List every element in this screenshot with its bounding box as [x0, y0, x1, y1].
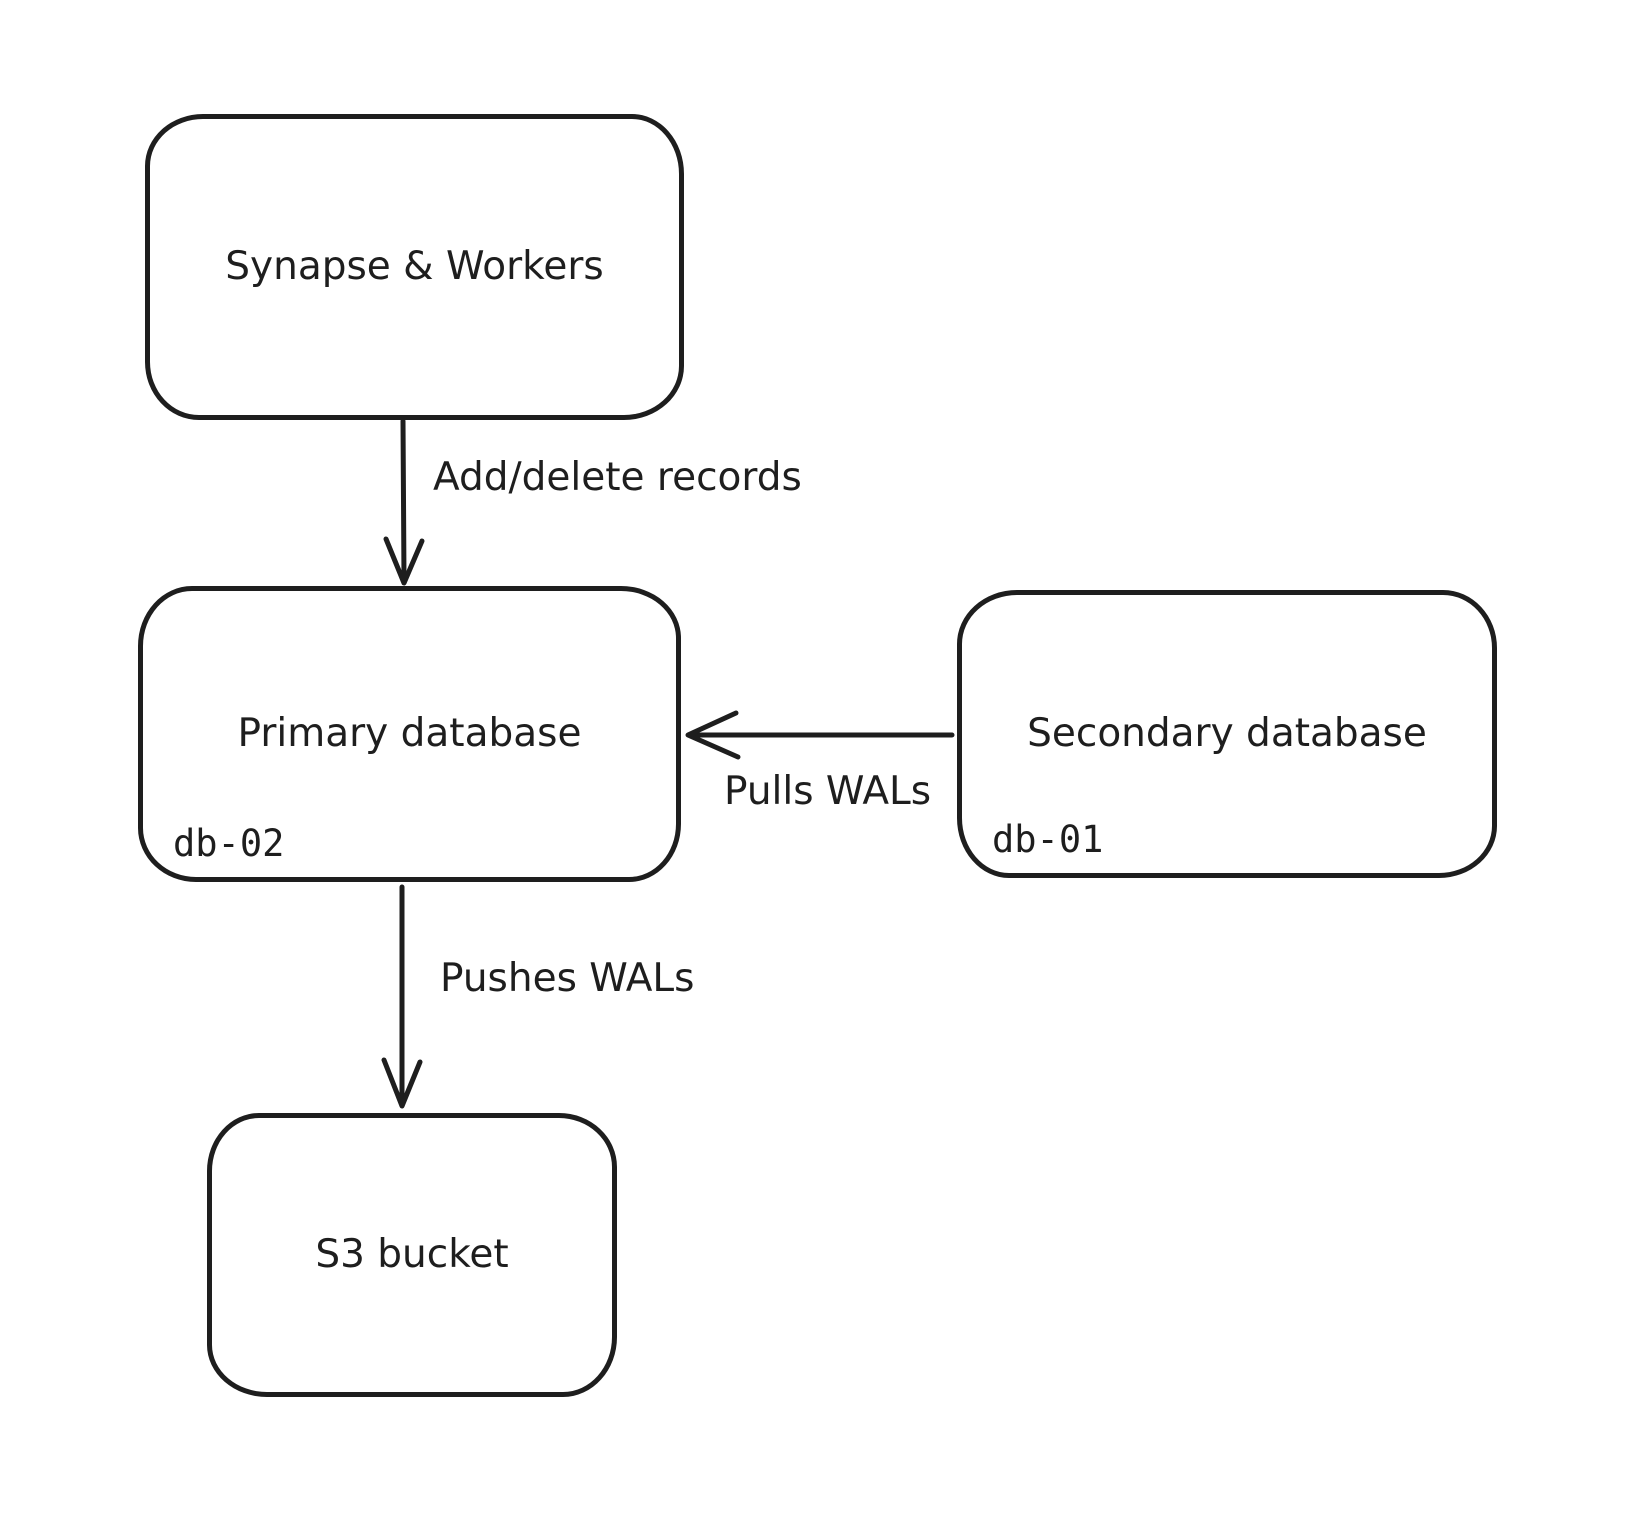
- node-synapse-workers: Synapse & Workers: [145, 114, 684, 420]
- node-label: Primary database: [237, 710, 582, 756]
- edge-label-add-delete-records: Add/delete records: [433, 455, 802, 500]
- arrow-pulls-wals: [685, 710, 955, 760]
- node-label: Secondary database: [1027, 710, 1427, 756]
- node-tag: db-01: [992, 818, 1104, 862]
- node-s3-bucket: S3 bucket: [207, 1113, 617, 1397]
- node-secondary-database: Secondary database db-01: [957, 590, 1497, 878]
- arrow-pushes-wals: [381, 884, 423, 1109]
- edge-label-pushes-wals: Pushes WALs: [440, 956, 695, 1001]
- node-primary-database: Primary database db-02: [138, 586, 681, 882]
- arrow-add-delete-records: [383, 418, 425, 586]
- node-tag: db-02: [173, 822, 285, 866]
- node-label: S3 bucket: [315, 1231, 509, 1277]
- edge-label-pulls-wals: Pulls WALs: [724, 769, 932, 814]
- node-label: Synapse & Workers: [225, 243, 604, 289]
